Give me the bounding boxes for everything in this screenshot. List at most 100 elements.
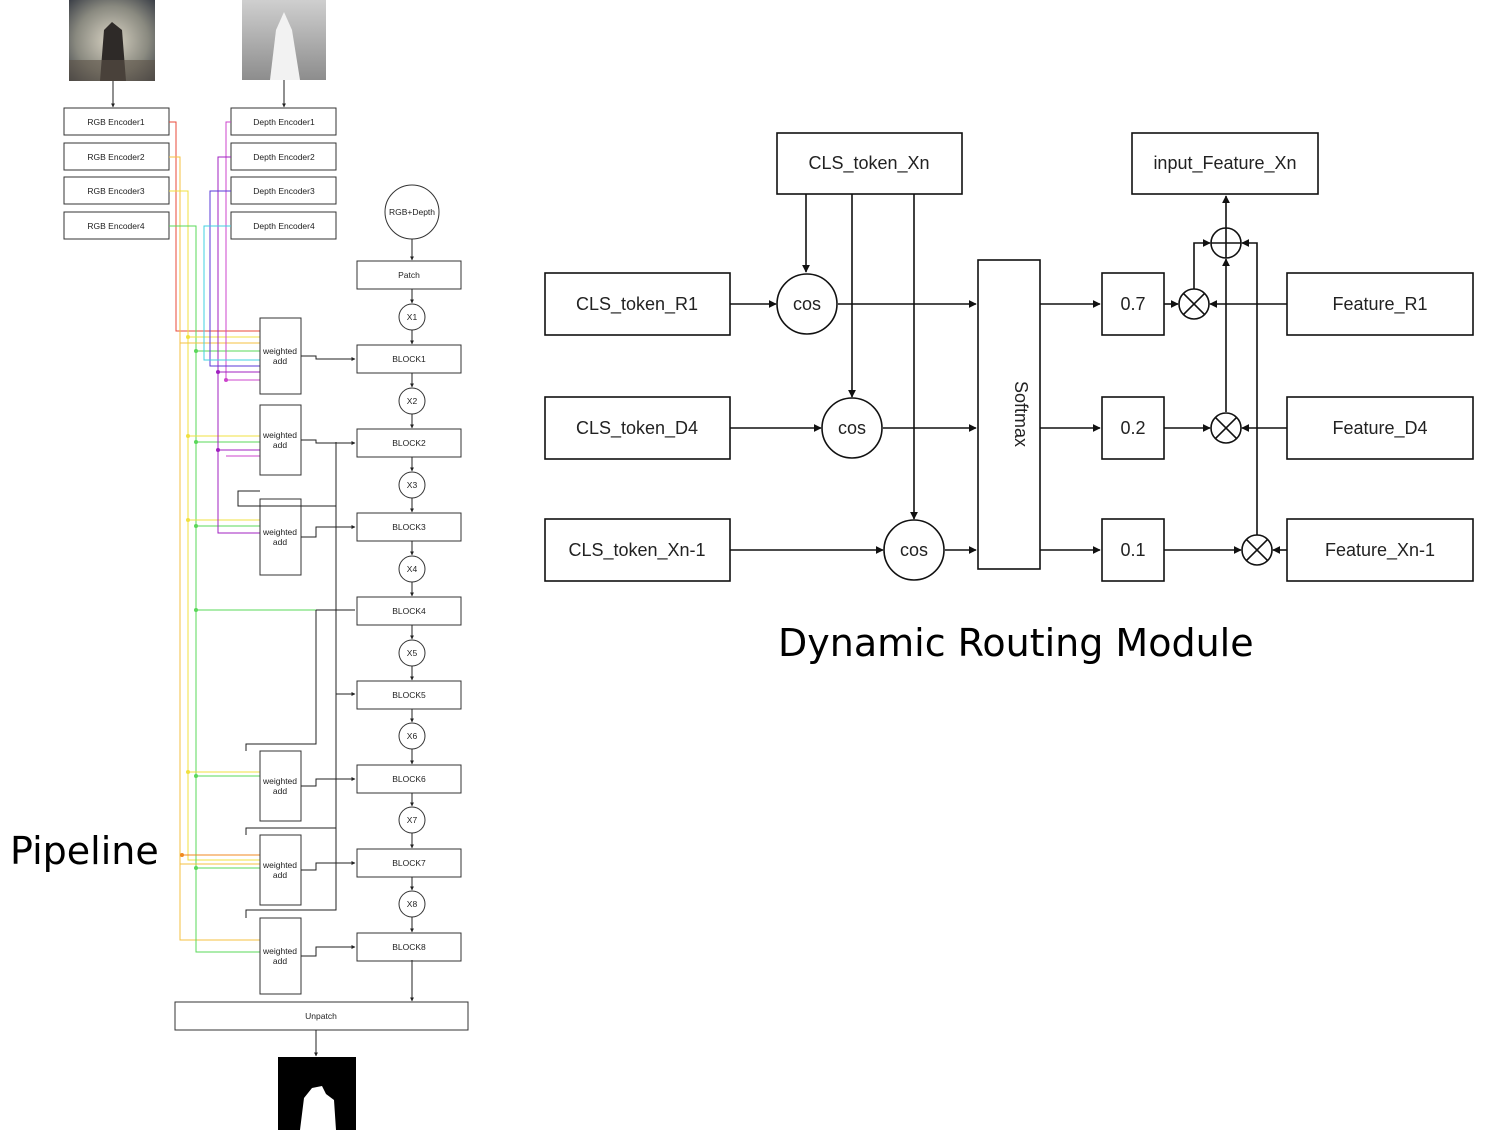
token-x6-label: X6 [407, 731, 418, 741]
junction-dot [224, 378, 228, 382]
weighted-add-box [259, 750, 302, 822]
encoder-feature-lines [169, 121, 355, 953]
rgb-encoder-3-label: RGB Encoder3 [87, 186, 144, 196]
rgb-depth-label: RGB+Depth [389, 207, 435, 217]
depth-encoder-2-box [230, 142, 337, 171]
weighted-add-box [259, 917, 302, 995]
dynamic-routing-diagram: CLS_token_Xn input_Feature_Xn Softmax CL… [544, 132, 1474, 665]
cls-token-xn-box [776, 132, 963, 195]
weighted-add-label: add [273, 356, 287, 366]
encoder-feature-line [169, 225, 260, 953]
junction-dot [194, 440, 198, 444]
weighted-add-box [259, 834, 302, 906]
cos-node-2 [821, 397, 883, 459]
depth-encoder-3-box [230, 176, 337, 205]
cos-label: cos [900, 540, 928, 560]
feature-2-label: Feature_D4 [1332, 418, 1427, 439]
softmax-label: Softmax [1011, 381, 1031, 447]
transformer-backbone: X1BLOCK1X2BLOCK2X3BLOCK3X4BLOCK4X5BLOCK5… [356, 289, 462, 962]
cos-label: cos [838, 418, 866, 438]
feature-1-label: Feature_R1 [1332, 294, 1427, 315]
weighted-add-label: add [273, 870, 287, 880]
weight-1-label: 0.7 [1120, 294, 1145, 314]
encoder-feature-line [217, 156, 260, 534]
block-2 [356, 428, 462, 458]
weight-3-label: 0.1 [1120, 540, 1145, 560]
weighted-add-arrow [301, 439, 356, 445]
block-6-label: BLOCK6 [392, 774, 426, 784]
weighted-add-group: weightedaddweightedaddweightedaddweighte… [237, 317, 356, 995]
input-feature-label: input_Feature_Xn [1153, 153, 1296, 174]
junction-dot [186, 518, 190, 522]
cls-token-xn-label: CLS_token_Xn [808, 153, 929, 174]
token-x1-label: X1 [407, 312, 418, 322]
weight-2-label: 0.2 [1120, 418, 1145, 438]
weighted-add-arrow [301, 861, 356, 871]
token-x5-label: X5 [407, 648, 418, 658]
cls-input-3-label: CLS_token_Xn-1 [568, 540, 705, 561]
depth-encoder-2-label: Depth Encoder2 [253, 152, 315, 162]
sum-node [1210, 227, 1242, 259]
junction-dot [194, 524, 198, 528]
product-node-2 [1210, 412, 1242, 444]
cos-label: cos [793, 294, 821, 314]
output-mask-image [278, 1057, 356, 1130]
depth-encoder-1-label: Depth Encoder1 [253, 117, 315, 127]
cls-input-3-box [544, 518, 731, 582]
rgb-encoder-2-label: RGB Encoder2 [87, 152, 144, 162]
unpatch-box [174, 1001, 469, 1031]
block-4-label: BLOCK4 [392, 606, 426, 616]
cls-input-1-box [544, 272, 731, 336]
weighted-add-label: weighted [262, 776, 297, 786]
product-node-3 [1241, 534, 1273, 566]
encoder-feature-line [169, 190, 260, 861]
softmax-box [977, 259, 1041, 570]
weighted-add-label: add [273, 440, 287, 450]
block-2-label: BLOCK2 [392, 438, 426, 448]
junction-dot [194, 349, 198, 353]
depth-encoder-4-label: Depth Encoder4 [253, 221, 315, 231]
cls-input-2-box [544, 396, 731, 460]
block-3 [356, 512, 462, 542]
skip-connection [245, 828, 337, 918]
weighted-add-label: weighted [262, 430, 297, 440]
block-7 [356, 848, 462, 878]
weighted-add-box [259, 317, 302, 395]
token-x4-label: X4 [407, 564, 418, 574]
block-7-label: BLOCK7 [392, 858, 426, 868]
junction-dot [180, 853, 184, 857]
weight-1-box [1101, 272, 1165, 336]
encoder-feature-line [169, 156, 260, 941]
depth-encoder-3-label: Depth Encoder3 [253, 186, 315, 196]
weighted-add-label: add [273, 956, 287, 966]
feature-3-label: Feature_Xn-1 [1325, 540, 1435, 561]
rgb-encoder-2-box [63, 142, 170, 171]
skip-connection [245, 610, 317, 751]
skip-connection [237, 442, 337, 507]
unpatch-label: Unpatch [305, 1011, 337, 1021]
junction-dot [194, 608, 198, 612]
feature-2-box [1286, 396, 1474, 460]
cos-node-3 [883, 519, 945, 581]
cls-input-1-label: CLS_token_R1 [576, 294, 698, 315]
block-1-label: BLOCK1 [392, 354, 426, 364]
junction-dot [194, 866, 198, 870]
feature-1-box [1286, 272, 1474, 336]
weighted-add-label: weighted [262, 527, 297, 537]
block-6 [356, 764, 462, 794]
token-x3-label: X3 [407, 480, 418, 490]
weighted-add-label: weighted [262, 346, 297, 356]
block-5-label: BLOCK5 [392, 690, 426, 700]
junction-dot [194, 774, 198, 778]
weighted-add-label: weighted [262, 860, 297, 870]
weighted-add-arrow [301, 777, 356, 787]
junction-dot [186, 770, 190, 774]
block-8 [356, 932, 462, 962]
block-3-label: BLOCK3 [392, 522, 426, 532]
depth-encoder-1-box [230, 107, 337, 136]
token-x8-label: X8 [407, 899, 418, 909]
block-4 [356, 596, 462, 626]
weighted-add-box [259, 404, 302, 476]
patch-box [356, 260, 462, 290]
